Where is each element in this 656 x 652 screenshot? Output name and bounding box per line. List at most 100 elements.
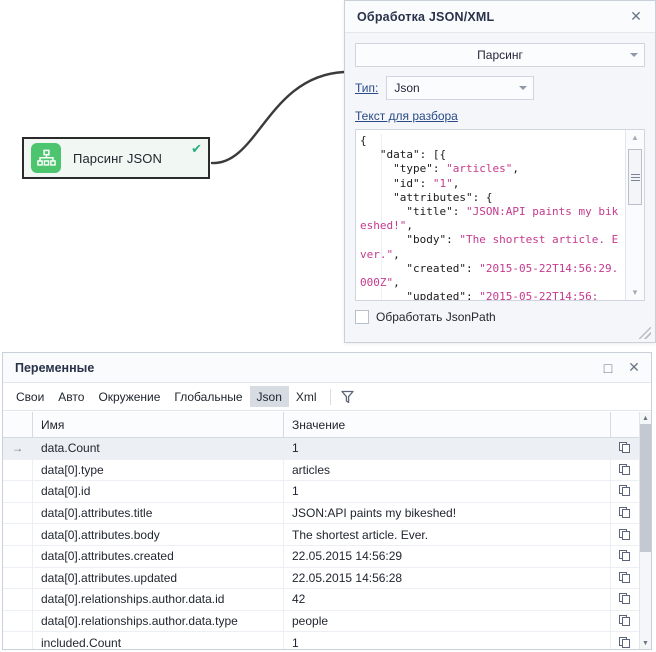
cell-name: data.Count bbox=[33, 438, 284, 459]
type-label[interactable]: Тип: bbox=[355, 81, 379, 95]
cell-value: articles bbox=[284, 459, 611, 481]
scroll-down-icon[interactable]: ▼ bbox=[631, 288, 639, 297]
row-indicator bbox=[3, 610, 33, 632]
variables-titlebar: Переменные □ ✕ bbox=[3, 353, 651, 383]
type-combobox-value: Json bbox=[394, 81, 420, 95]
cell-value: The shortest article. Ever. bbox=[284, 524, 611, 545]
jsonpath-checkbox[interactable] bbox=[355, 310, 369, 324]
tab-xml[interactable]: Xml bbox=[295, 389, 317, 404]
flow-node-parse-json[interactable]: Парсинг JSON ✔ bbox=[22, 137, 210, 179]
copy-icon[interactable] bbox=[611, 545, 640, 567]
row-indicator: → bbox=[3, 438, 33, 459]
jsonpath-checkbox-row[interactable]: Обработать JsonPath bbox=[355, 310, 645, 324]
cell-name: data[0].attributes.title bbox=[33, 502, 284, 524]
row-indicator-column-header bbox=[3, 412, 33, 437]
copy-icon[interactable] bbox=[611, 459, 640, 481]
row-indicator bbox=[3, 524, 33, 545]
tab-json[interactable]: Json bbox=[249, 386, 289, 407]
scroll-up-icon[interactable]: ▲ bbox=[642, 414, 649, 422]
type-combobox[interactable]: Json bbox=[386, 76, 535, 100]
json-xml-dialog: Обработка JSON/XML ✕ Парсинг Тип: Json Т… bbox=[344, 0, 656, 343]
editor-indent-guide bbox=[381, 134, 382, 300]
cell-name: data[0].attributes.body bbox=[33, 524, 284, 545]
sitemap-icon bbox=[31, 143, 61, 173]
editor-scroll-track[interactable] bbox=[626, 145, 644, 285]
scroll-grip-icon bbox=[630, 173, 640, 181]
editor-scroll-thumb[interactable] bbox=[628, 149, 642, 205]
mode-combobox[interactable]: Парсинг bbox=[355, 43, 645, 67]
row-indicator bbox=[3, 567, 33, 589]
cell-name: data[0].relationships.author.data.id bbox=[33, 589, 284, 610]
maximize-icon[interactable]: □ bbox=[603, 359, 613, 376]
json-editor-text[interactable]: { "data": [{ "type": "articles", "id": "… bbox=[360, 134, 619, 300]
text-to-parse-label[interactable]: Текст для разбора bbox=[355, 109, 458, 123]
copy-icon[interactable] bbox=[611, 567, 640, 589]
cell-value: 22.05.2015 14:56:28 bbox=[284, 567, 611, 589]
copy-column-header bbox=[611, 412, 640, 437]
copy-icon[interactable] bbox=[611, 438, 640, 459]
variables-panel: Переменные □ ✕ Свои Авто Окружение Глобальн… bbox=[2, 352, 652, 650]
dialog-title: Обработка JSON/XML bbox=[357, 9, 495, 24]
cell-name: data[0].attributes.created bbox=[33, 545, 284, 567]
copy-icon[interactable] bbox=[611, 589, 640, 610]
cell-name: data[0].relationships.author.data.type bbox=[33, 610, 284, 632]
variables-grid-header: Имя Значение bbox=[3, 412, 651, 438]
editor-scrollbar[interactable]: ▲ ▼ bbox=[625, 130, 644, 300]
chevron-down-icon bbox=[630, 53, 638, 57]
cell-value: 1 bbox=[284, 438, 611, 459]
variables-scrollbar[interactable]: ▲ ▼ bbox=[639, 412, 651, 649]
variables-scroll-thumb[interactable] bbox=[640, 424, 651, 552]
mode-combobox-value: Парсинг bbox=[477, 48, 523, 62]
filter-funnel-icon[interactable] bbox=[337, 386, 359, 407]
copy-icon[interactable] bbox=[611, 502, 640, 524]
copy-icon[interactable] bbox=[611, 632, 640, 649]
tab-глобальные[interactable]: Глобальные bbox=[174, 389, 243, 404]
copy-icon[interactable] bbox=[611, 524, 640, 545]
row-indicator bbox=[3, 459, 33, 481]
column-header-value[interactable]: Значение bbox=[284, 412, 611, 437]
scroll-down-icon[interactable]: ▼ bbox=[642, 639, 649, 647]
tab-свои[interactable]: Свои bbox=[16, 389, 45, 404]
cell-value: people bbox=[284, 610, 611, 632]
scroll-up-icon[interactable]: ▲ bbox=[631, 133, 639, 142]
tab-окружение[interactable]: Окружение bbox=[98, 389, 161, 404]
tab-авто[interactable]: Авто bbox=[58, 389, 85, 404]
resize-grip-icon[interactable] bbox=[639, 327, 651, 339]
dialog-body: Парсинг Тип: Json Текст для разбора { "d… bbox=[345, 33, 655, 324]
jsonpath-checkbox-label: Обработать JsonPath bbox=[376, 310, 496, 324]
row-indicator bbox=[3, 589, 33, 610]
flow-node-label: Парсинг JSON bbox=[73, 150, 162, 166]
close-icon[interactable]: ✕ bbox=[630, 8, 642, 24]
cell-name: data[0].id bbox=[33, 481, 284, 502]
copy-icon[interactable] bbox=[611, 610, 640, 632]
json-editor[interactable]: { "data": [{ "type": "articles", "id": "… bbox=[355, 129, 645, 301]
cell-name: data[0].type bbox=[33, 459, 284, 481]
type-row: Тип: Json bbox=[355, 76, 645, 100]
close-icon[interactable]: ✕ bbox=[628, 359, 640, 375]
chevron-down-icon bbox=[519, 86, 528, 90]
dialog-titlebar: Обработка JSON/XML ✕ bbox=[345, 1, 655, 33]
cell-value: JSON:API paints my bikeshed! bbox=[284, 502, 611, 524]
copy-icon[interactable] bbox=[611, 481, 640, 502]
row-indicator bbox=[3, 481, 33, 502]
variables-title: Переменные bbox=[15, 360, 95, 375]
row-indicator bbox=[3, 632, 33, 649]
cell-value: 42 bbox=[284, 589, 611, 610]
cell-value: 1 bbox=[284, 481, 611, 502]
tab-separator bbox=[329, 388, 331, 405]
column-header-name[interactable]: Имя bbox=[33, 412, 284, 437]
cell-name: included.Count bbox=[33, 632, 284, 649]
row-indicator bbox=[3, 545, 33, 567]
